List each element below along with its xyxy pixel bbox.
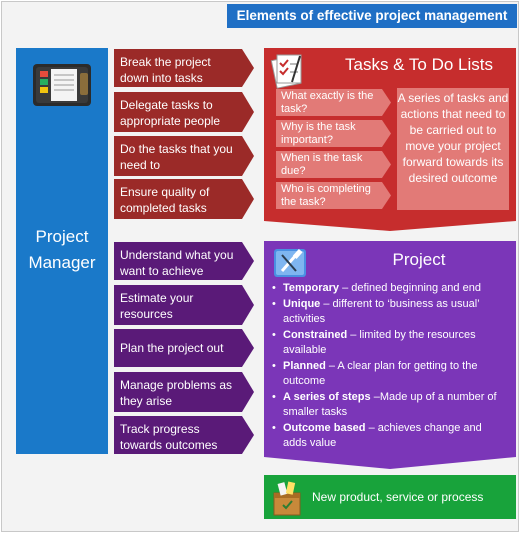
project-step: Plan the project out (114, 329, 254, 367)
tasks-description: A series of tasks and actions that need … (397, 88, 509, 210)
task-question: Why is the task important? (276, 120, 391, 147)
list-item: A series of steps –Made up of a number o… (264, 390, 514, 420)
project-title: Project (392, 250, 446, 269)
task-question: What exactly is the task? (276, 89, 391, 116)
outcome-label: New product, service or process (312, 490, 484, 504)
organizer-icon (33, 64, 91, 106)
project-manager-box: Project Manager (16, 48, 108, 454)
tools-icon (274, 248, 306, 277)
task-question: When is the task due? (276, 151, 391, 178)
task-step: Ensure quality of completed tasks (114, 179, 254, 219)
task-question: Who is completing the task? (276, 182, 391, 209)
outcome-box: New product, service or process (264, 475, 516, 519)
project-step: Estimate your resources (114, 285, 254, 325)
list-item: Unique – different to ‘business as usual… (264, 297, 514, 327)
list-item: Outcome based – achieves change and adds… (264, 421, 514, 451)
task-step: Break the project down into tasks (114, 49, 254, 87)
project-manager-label: Project Manager (28, 227, 96, 272)
project-step: Understand what you want to achieve (114, 242, 254, 280)
task-step: Do the tasks that you need to (114, 136, 254, 176)
project-characteristics-list: Temporary – defined beginning and end Un… (264, 281, 514, 452)
list-item: Temporary – defined beginning and end (264, 281, 514, 296)
project-step: Manage problems as they arise (114, 372, 254, 412)
task-step: Delegate tasks to appropriate people (114, 92, 254, 132)
checklist-icon (270, 54, 302, 89)
tasks-title: Tasks & To Do Lists (344, 55, 494, 74)
project-step: Track progress towards outcomes (114, 416, 254, 454)
tasks-box: Tasks & To Do Lists What exactly is the … (264, 48, 516, 231)
product-box-icon (273, 481, 301, 516)
list-item: Constrained – limited by the resources a… (264, 328, 514, 358)
list-item: Planned – A clear plan for getting to th… (264, 359, 514, 389)
project-box: Project Temporary – defined beginning an… (264, 241, 516, 469)
diagram-title: Elements of effective project management (227, 4, 517, 28)
